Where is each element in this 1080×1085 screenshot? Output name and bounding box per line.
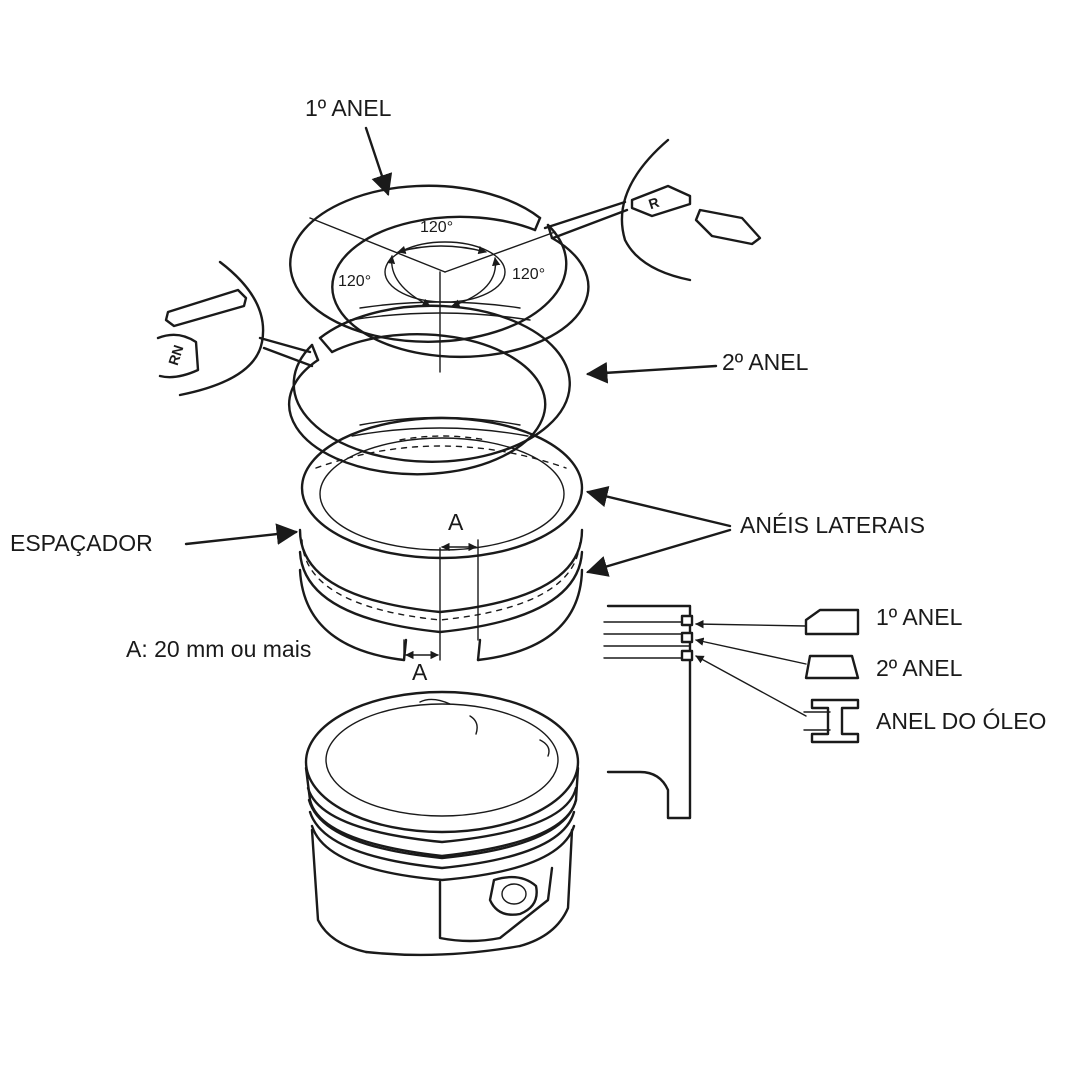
spacer-label: ESPAÇADOR [10,530,153,556]
side-rail-leader-lower [585,528,732,577]
second-ring [288,304,571,476]
first-ring-leader [364,126,393,197]
angle-label-left: 120° [338,273,371,290]
gap-marker-upper: A [448,509,464,535]
spacer-leader [184,523,299,546]
upper-side-rail [300,416,584,560]
profile-first-ring-label: 1º ANEL [876,604,963,630]
trapezoid-icon [804,654,860,680]
side-rails-label: ANÉIS LATERAIS [740,512,925,538]
gap-dimension: A A [403,509,479,685]
rectangle-bevel-icon [804,608,860,636]
profile-oil-ring-label: ANEL DO ÓLEO [876,708,1046,734]
second-ring-leader [585,362,718,384]
gap-note: A: 20 mm ou mais [126,636,311,662]
piston-section-profile [603,604,807,820]
second-mark-detail: RN [156,260,314,397]
lower-side-rail [298,568,584,662]
piston [304,690,580,957]
first-ring-label: 1º ANEL [305,95,392,121]
side-rail-leader-upper [585,486,732,528]
ring-gap-angle-diagram: 120° 120° 120° [309,217,556,373]
angle-label-top: 120° [420,219,453,236]
profile-second-ring-label: 2º ANEL [876,655,963,681]
gap-marker-lower: A [412,659,428,685]
i-beam-icon [803,698,860,744]
second-ring-label: 2º ANEL [722,349,809,375]
top-mark-detail: R [543,138,762,282]
mark-r-text: R [646,194,661,212]
spacer-ring [298,435,584,634]
angle-label-right: 120° [512,266,545,283]
mark-rn-text: RN [165,343,186,367]
